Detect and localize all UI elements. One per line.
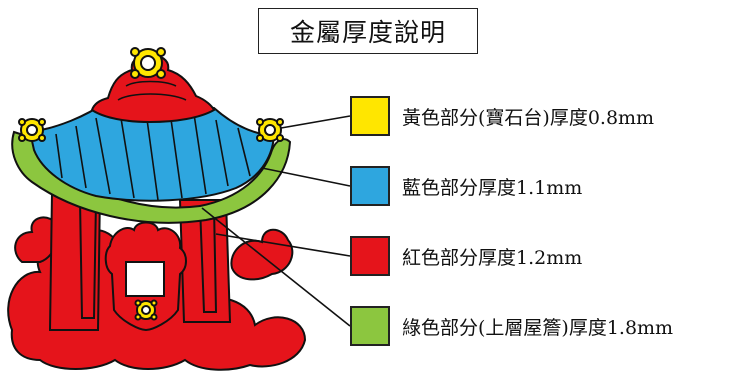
legend-label-blue: 藍色部分厚度1.1mm <box>402 176 583 199</box>
window-opening <box>125 261 165 297</box>
leader-line-blue <box>261 167 351 187</box>
crown-ridge-line <box>117 93 187 101</box>
gem-setting-top <box>130 47 166 79</box>
legend-item-red: 紅色部分厚度1.2mm <box>350 234 582 278</box>
legend-item-blue: 藍色部分厚度1.1mm <box>350 164 582 208</box>
legend-swatch-blue <box>350 166 390 206</box>
legend-swatch-green <box>350 306 390 346</box>
diagram-title-text: 金屬厚度說明 <box>289 18 446 47</box>
legend-swatch-red <box>350 236 390 276</box>
yellow-gem-settings <box>18 47 284 321</box>
roof-tile-lines <box>55 111 251 201</box>
legend-label-yellow: 黃色部分(寶石台)厚度0.8mm <box>402 106 655 129</box>
leader-lines <box>201 115 351 327</box>
legend-label-green: 綠色部分(上層屋簷)厚度1.8mm <box>402 316 674 339</box>
leader-line-yellow <box>280 115 351 129</box>
gem-setting-right <box>256 118 284 142</box>
leader-line-green <box>201 207 351 327</box>
crown-ridge-line <box>125 80 177 87</box>
gem-setting-left <box>18 118 46 142</box>
legend-label-red: 紅色部分厚度1.2mm <box>402 246 583 269</box>
diagram-title: 金屬厚度說明 <box>258 8 478 54</box>
red-central-ornament <box>104 221 187 332</box>
legend-item-green: 綠色部分(上層屋簷)厚度1.8mm <box>350 304 673 348</box>
legend-swatch-yellow <box>350 96 390 136</box>
legend-item-yellow: 黃色部分(寶石台)厚度0.8mm <box>350 94 654 138</box>
gem-setting-bottom <box>134 299 158 321</box>
